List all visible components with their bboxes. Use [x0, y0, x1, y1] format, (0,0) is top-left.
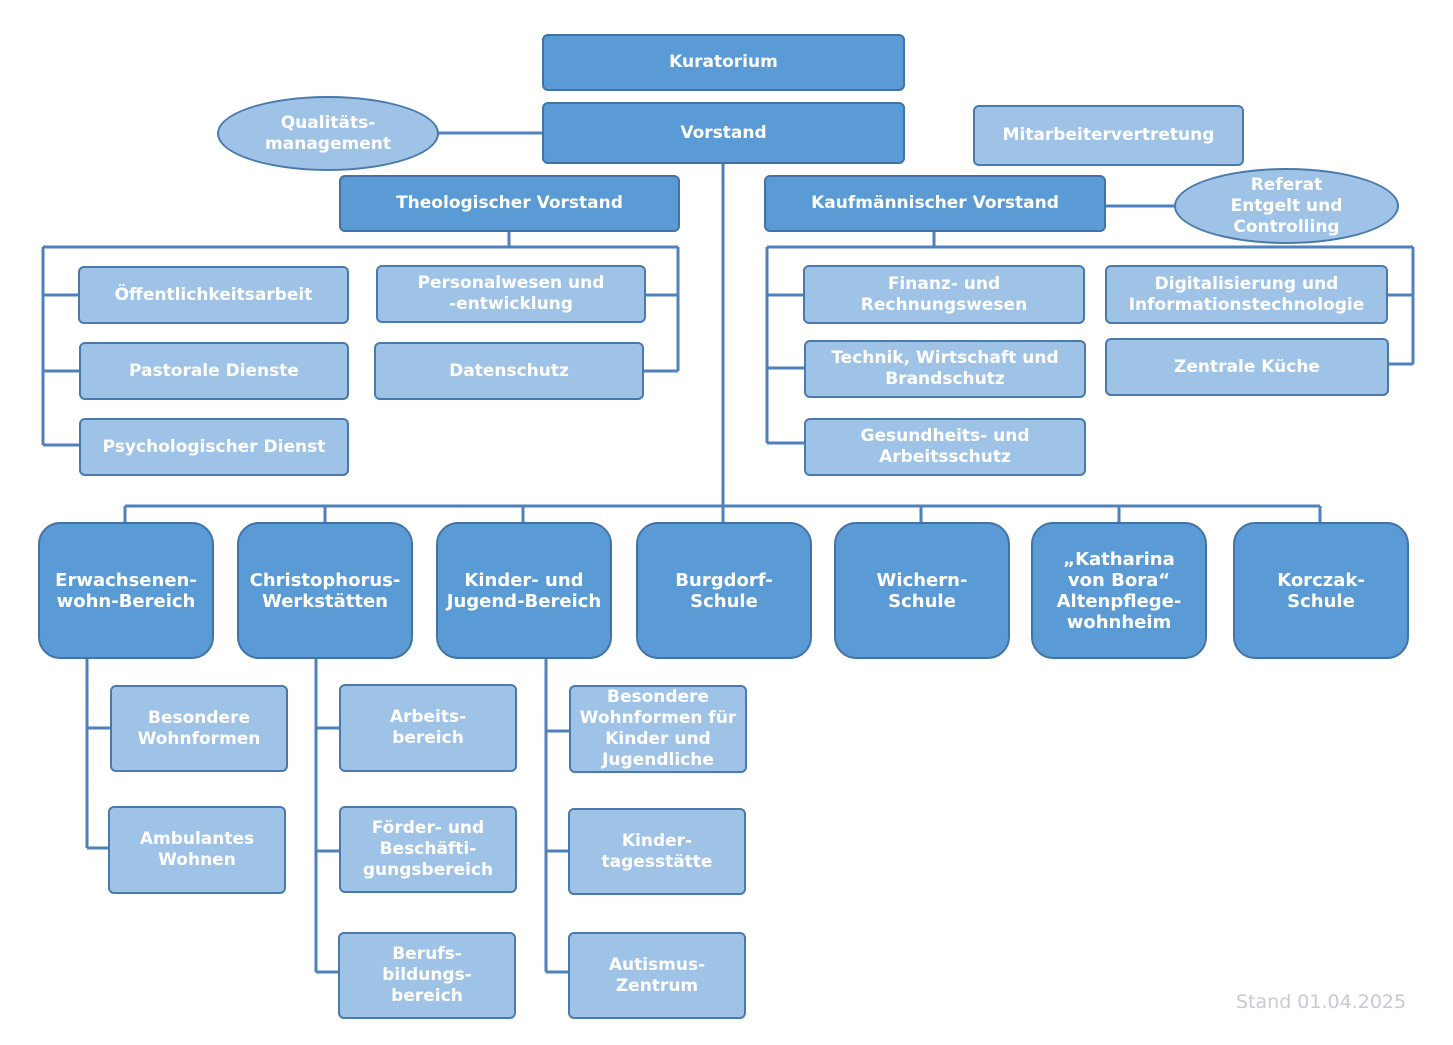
referat-controlling-ellipse: Referat Entgelt und Controlling — [1174, 168, 1399, 244]
qualitaetsmanagement-ellipse: Qualitäts- management — [217, 96, 439, 171]
zentrale-kueche-box: Zentrale Küche — [1105, 338, 1389, 396]
sub-autismus-zentrum: Autismus- Zentrum — [568, 932, 746, 1019]
division-katharina-von-bora: „Katharina von Bora“ Altenpflege- wohnhe… — [1031, 522, 1207, 659]
datenschutz-box: Datenschutz — [374, 342, 644, 400]
vorstand-box: Vorstand — [542, 102, 905, 164]
division-kinder-jugend: Kinder- und Jugend-Bereich — [436, 522, 612, 659]
kaufmaennischer-vorstand-box: Kaufmännischer Vorstand — [764, 175, 1106, 232]
mitarbeitervertretung-box: Mitarbeitervertretung — [973, 105, 1244, 166]
theologischer-vorstand-box: Theologischer Vorstand — [339, 175, 680, 232]
sub-foerder-beschaeftigung: Förder- und Beschäfti- gungsbereich — [339, 806, 517, 893]
division-burgdorf-schule: Burgdorf- Schule — [636, 522, 812, 659]
division-christophorus: Christophorus- Werkstätten — [237, 522, 413, 659]
sub-kindertagesstaette: Kinder- tagesstätte — [568, 808, 746, 895]
stand-date-label: Stand 01.04.2025 — [1236, 991, 1407, 1013]
kuratorium-box: Kuratorium — [542, 34, 905, 91]
division-wichern-schule: Wichern- Schule — [834, 522, 1010, 659]
pastorale-dienste-box: Pastorale Dienste — [79, 342, 349, 400]
personalwesen-box: Personalwesen und -entwicklung — [376, 265, 646, 323]
finanz-rechnungswesen-box: Finanz- und Rechnungswesen — [803, 265, 1085, 324]
gesundheits-arbeitsschutz-box: Gesundheits- und Arbeitsschutz — [804, 418, 1086, 476]
division-erwachsenen: Erwachsenen- wohn-Bereich — [38, 522, 214, 659]
digitalisierung-box: Digitalisierung und Informationstechnolo… — [1105, 265, 1388, 324]
oeffentlichkeitsarbeit-box: Öffentlichkeitsarbeit — [78, 266, 349, 324]
division-korczak-schule: Korczak- Schule — [1233, 522, 1409, 659]
psychologischer-dienst-box: Psychologischer Dienst — [79, 418, 349, 476]
sub-besondere-wohnformen-kinder: Besondere Wohnformen für Kinder und Juge… — [569, 685, 747, 773]
sub-berufsbildungsbereich: Berufs- bildungs- bereich — [338, 932, 516, 1019]
sub-ambulantes-wohnen: Ambulantes Wohnen — [108, 806, 286, 894]
sub-besondere-wohnformen: Besondere Wohnformen — [110, 685, 288, 772]
technik-wirtschaft-box: Technik, Wirtschaft und Brandschutz — [804, 340, 1086, 398]
sub-arbeitsbereich: Arbeits- bereich — [339, 684, 517, 772]
